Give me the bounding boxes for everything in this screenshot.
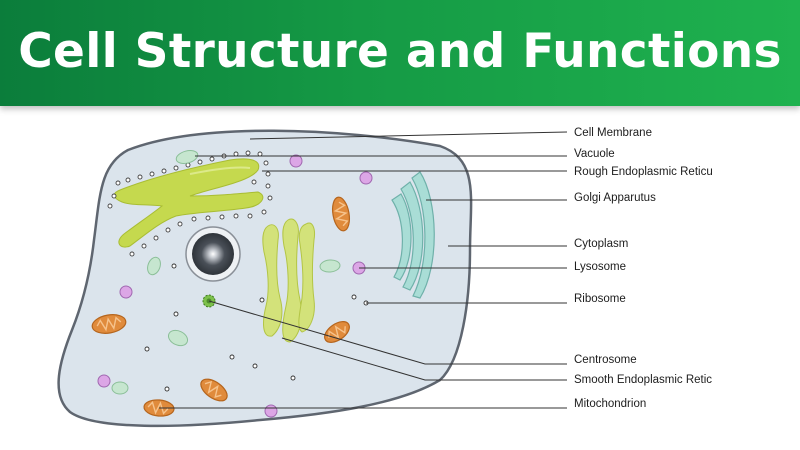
label-smooth-er: Smooth Endoplasmic Retic <box>574 374 712 386</box>
page-title: Cell Structure and Functions <box>18 23 782 79</box>
vacuoles <box>111 150 341 395</box>
rough-endoplasmic-reticulum <box>107 150 273 257</box>
label-vacuole: Vacuole <box>574 148 615 160</box>
nucleus <box>185 226 241 282</box>
label-ribosome: Ribosome <box>574 293 626 305</box>
label-cytoplasm: Cytoplasm <box>574 238 628 250</box>
leader-lines <box>159 131 568 409</box>
label-cell-membrane: Cell Membrane <box>574 127 652 139</box>
title-banner: Cell Structure and Functions <box>0 0 800 106</box>
label-rough-er: Rough Endoplasmic Reticu <box>574 166 713 178</box>
label-mitochondrion: Mitochondrion <box>574 398 646 410</box>
smooth-endoplasmic-reticulum <box>262 218 315 343</box>
golgi-apparatus <box>391 171 435 299</box>
ribosomes <box>144 263 369 392</box>
label-lysosome: Lysosome <box>574 261 626 273</box>
label-golgi: Golgi Apparutus <box>574 192 656 204</box>
label-centrosome: Centrosome <box>574 354 637 366</box>
